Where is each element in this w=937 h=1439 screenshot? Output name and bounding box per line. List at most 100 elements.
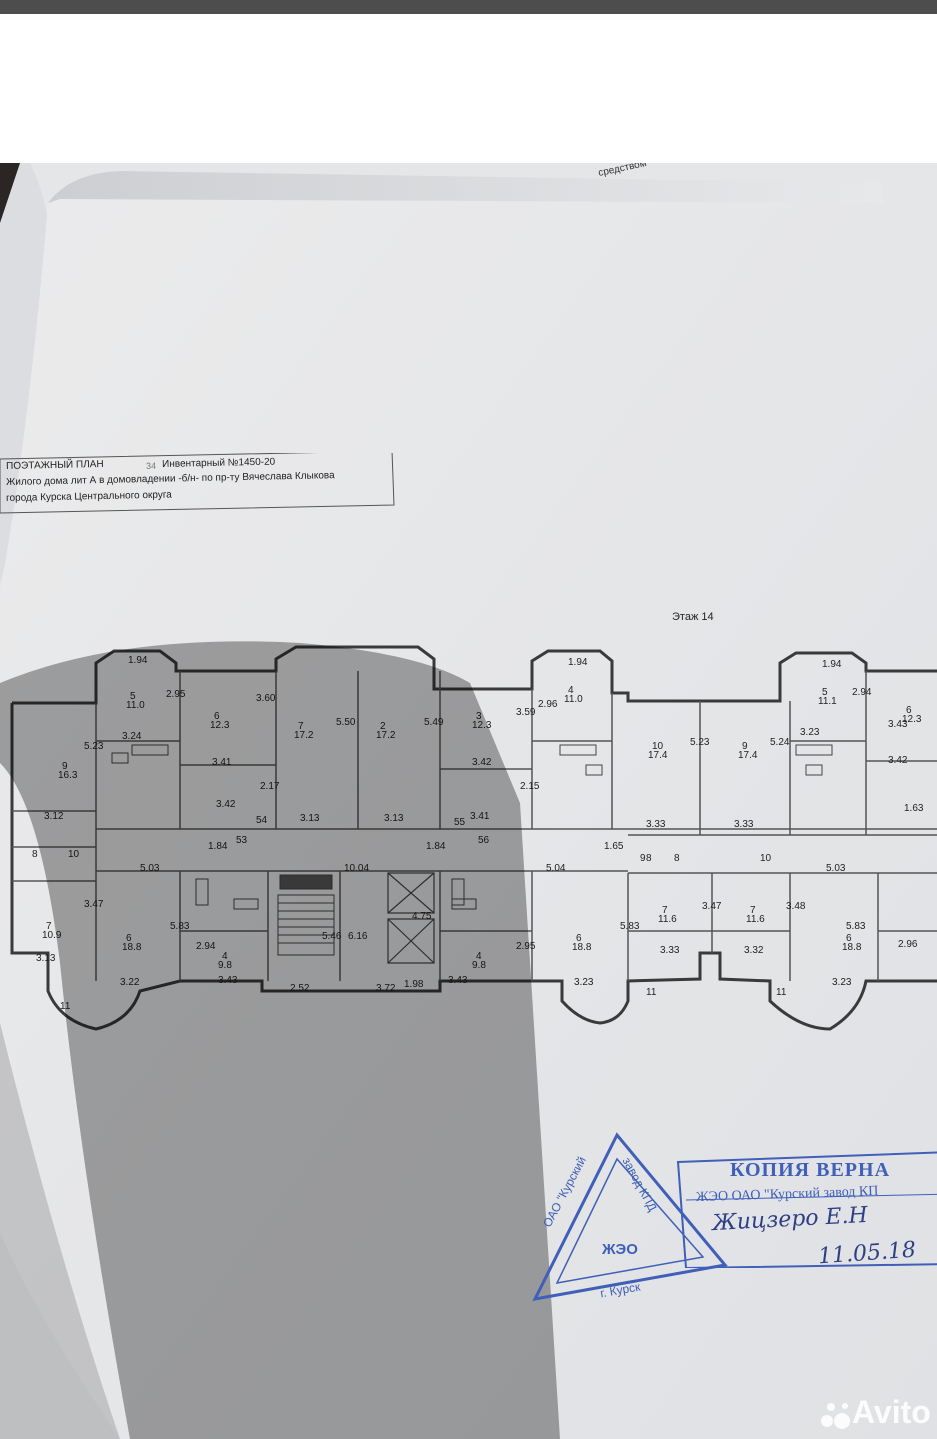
room-number: 4 xyxy=(476,951,482,962)
dimension-label: 3.12 xyxy=(44,811,64,822)
room-area: 11.1 xyxy=(818,696,837,707)
dimension-label: 3.13 xyxy=(384,813,404,824)
dimension-label: 5.83 xyxy=(620,921,640,932)
dimension-label: 5.49 xyxy=(424,717,444,728)
room-area: 11.0 xyxy=(564,694,583,705)
dimension-label: 2.94 xyxy=(852,687,872,698)
unit-number: 11 xyxy=(776,987,787,998)
dimension-label: 3.42 xyxy=(472,757,492,768)
room-area: 18.8 xyxy=(572,942,592,953)
dimension-label: 3.23 xyxy=(832,977,852,988)
room-number: 6 xyxy=(906,705,912,716)
room-number: 6 xyxy=(126,933,132,944)
dimension-label: 3.43 xyxy=(888,719,908,730)
room-area: 11.0 xyxy=(126,700,145,711)
room-number: 10 xyxy=(652,741,664,752)
unit-number: 11 xyxy=(60,1001,71,1012)
dimension-label: 5.23 xyxy=(690,737,710,748)
dimension-label: 3.23 xyxy=(800,727,820,738)
dimension-label: 5.04 xyxy=(546,863,566,874)
dimension-label: 5.50 xyxy=(336,717,356,728)
dimension-label: 3.13 xyxy=(36,953,56,964)
floor-plan xyxy=(10,645,937,1031)
dimension-label: 5.46 xyxy=(322,931,342,942)
dimension-label: 5.23 xyxy=(84,741,104,752)
room-area: 17.2 xyxy=(376,730,396,741)
room-area: 11.6 xyxy=(746,914,765,925)
room-area: 17.2 xyxy=(294,730,314,741)
top-status-bar xyxy=(0,0,937,14)
floor-label: Этаж 14 xyxy=(672,611,714,623)
unit-number: 11 xyxy=(646,987,657,998)
triangle-stamp xyxy=(532,1132,728,1302)
dimension-label: 1.63 xyxy=(904,803,924,814)
dimension-label: 3.41 xyxy=(470,811,490,822)
dimension-label: 5.83 xyxy=(170,921,190,932)
dimension-label: 5.83 xyxy=(846,921,866,932)
room-area: 16.3 xyxy=(58,770,78,781)
dimension-label: 53 xyxy=(236,835,248,846)
dimension-label: 1.84 xyxy=(208,841,228,852)
dimension-label: 3.47 xyxy=(84,899,104,910)
dimension-label: 3.32 xyxy=(744,945,764,956)
dimension-label: 2.94 xyxy=(196,941,216,952)
room-number: 9 xyxy=(62,761,68,772)
avito-watermark: Avito xyxy=(852,1394,931,1430)
copy-stamp-frame xyxy=(676,1151,937,1268)
dimension-label: 3.33 xyxy=(734,819,754,830)
unit-number: 8 xyxy=(32,849,38,860)
room-number: 9 xyxy=(742,741,748,752)
dimension-label: 2.52 xyxy=(290,983,310,994)
room-number: 7 xyxy=(46,921,52,932)
dimension-label: 3.13 xyxy=(300,813,320,824)
room-area: 12.3 xyxy=(210,720,230,731)
dimension-label: 54 xyxy=(256,815,268,826)
dimension-label: 55 xyxy=(454,817,466,828)
room-area: 11.6 xyxy=(658,914,677,925)
unit-number: 10 xyxy=(68,849,80,860)
unit-number: 10 xyxy=(760,853,772,864)
dimension-label: 1.94 xyxy=(568,657,588,668)
dimension-label: 3.24 xyxy=(122,731,142,742)
room-number: 7 xyxy=(298,721,304,732)
dimension-label: 3.42 xyxy=(216,799,236,810)
dimension-label: 3.41 xyxy=(212,757,232,768)
dimension-label: 3.42 xyxy=(888,755,908,766)
dimension-label: 3.47 xyxy=(702,901,722,912)
page-number: 34 xyxy=(146,460,157,471)
room-number: 7 xyxy=(662,905,668,916)
title-line1: ПОЭТАЖНЫЙ ПЛАН xyxy=(6,458,104,472)
dimension-label: 5.24 xyxy=(770,737,790,748)
room-number: 2 xyxy=(380,721,386,732)
dimension-label: 1.94 xyxy=(128,655,148,666)
dimension-label: 1.98 xyxy=(404,979,424,990)
dimension-label: 2.96 xyxy=(538,699,558,710)
room-number: 5 xyxy=(130,691,136,702)
room-number: 4 xyxy=(222,951,228,962)
room-number: 7 xyxy=(750,905,756,916)
room-area: 12.3 xyxy=(472,720,492,731)
dimension-label: 3.59 xyxy=(516,707,536,718)
dimension-label: 56 xyxy=(478,835,490,846)
inventory-number: Инвентарный №1450-20 xyxy=(162,456,276,470)
room-area: 18.8 xyxy=(842,942,862,953)
room-area: 17.4 xyxy=(648,750,668,761)
unit-number: 9 xyxy=(640,853,646,864)
room-area: 10.9 xyxy=(42,930,62,941)
room-number: 3 xyxy=(476,711,482,722)
room-number: 6 xyxy=(846,933,852,944)
photo: средством ПОЭТАЖНЫЙ ПЛАН 34 Инвентарный … xyxy=(0,163,937,1439)
dimension-label: 3.23 xyxy=(574,977,594,988)
room-area: 9.8 xyxy=(472,960,486,971)
copy-stamp-heading: КОПИЯ ВЕРНА xyxy=(730,1159,891,1181)
dimension-label: 3.48 xyxy=(786,901,806,912)
dimension-label: 2.17 xyxy=(260,781,280,792)
dimension-label: 5.03 xyxy=(826,863,846,874)
dimension-label: 3.22 xyxy=(120,977,140,988)
dimension-label: 2.96 xyxy=(898,939,918,950)
avito-logo-icon xyxy=(821,1403,850,1429)
dimension-label: 3.33 xyxy=(646,819,666,830)
dimension-label: 4.75 xyxy=(412,911,432,922)
room-number: 4 xyxy=(568,685,574,696)
dimension-label: 1.84 xyxy=(426,841,446,852)
